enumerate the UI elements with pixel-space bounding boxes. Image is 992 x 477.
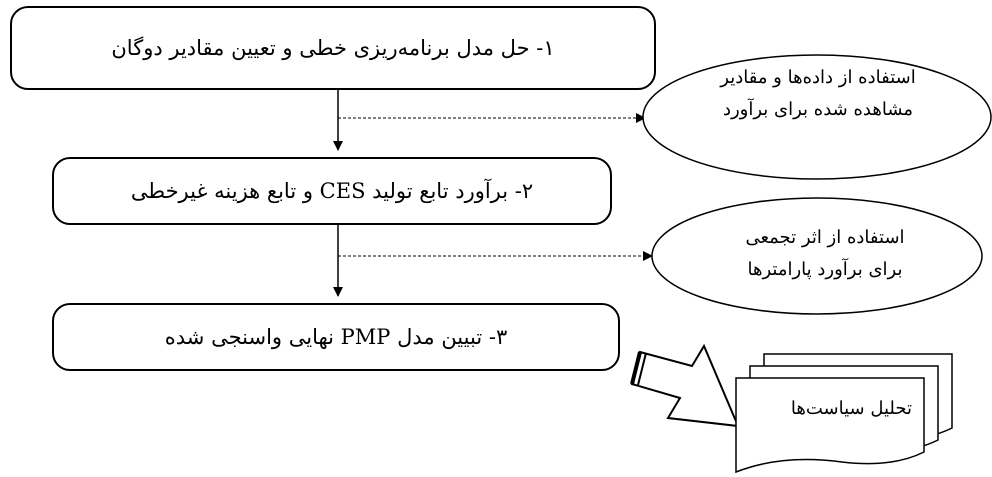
note-ellipse-1: [642, 54, 992, 180]
note-2-text: استفاده از اثر تجمعی برای برآورد پارامتر…: [680, 222, 970, 286]
note-ellipse-2: [651, 197, 983, 315]
output-document-stack: [735, 353, 953, 474]
note-2-line-2: برای برآورد پارامترها: [747, 259, 903, 280]
note-1-text: استفاده از داده‌ها و مقادیر مشاهده شده ب…: [668, 62, 968, 126]
step-2-box: ۲- برآورد تابع تولید CES و تابع هزینه غی…: [52, 157, 612, 225]
note-2-line-1: استفاده از اثر تجمعی: [745, 227, 905, 248]
block-arrow-to-output: [630, 343, 740, 428]
note-1-line-1: استفاده از داده‌ها و مقادیر: [720, 67, 916, 88]
step-1-box: ۱- حل مدل برنامه‌ریزی خطی و تعیین مقادیر…: [10, 6, 656, 90]
note-1-line-2: مشاهده شده برای برآورد: [722, 99, 914, 120]
output-label: تحلیل سیاست‌ها: [790, 398, 912, 419]
step-1-label: ۱- حل مدل برنامه‌ریزی خطی و تعیین مقادیر…: [111, 36, 555, 60]
step-2-label: ۲- برآورد تابع تولید CES و تابع هزینه غی…: [130, 179, 534, 203]
step-3-box: ۳- تبیین مدل PMP نهایی واسنجی شده: [52, 303, 620, 371]
step-3-label: ۳- تبیین مدل PMP نهایی واسنجی شده: [164, 325, 508, 349]
